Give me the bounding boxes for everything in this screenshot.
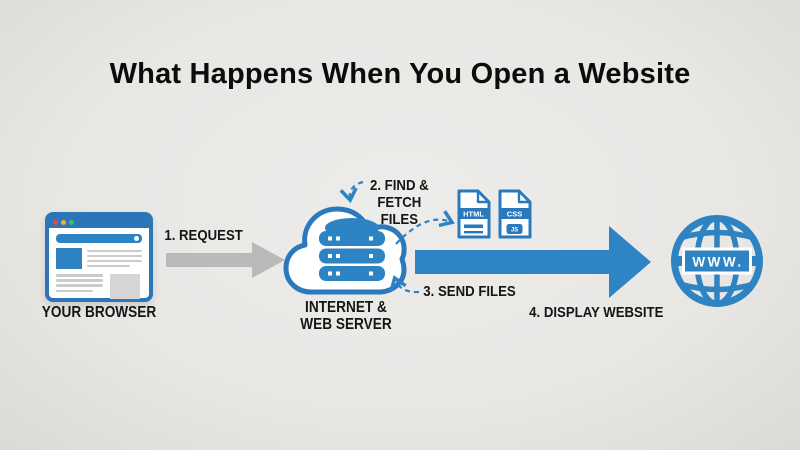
svg-text:HTML: HTML bbox=[463, 210, 484, 219]
fetch-files-dashed-arrow bbox=[395, 210, 455, 245]
js-badge-icon bbox=[506, 224, 523, 234]
browser-content bbox=[49, 228, 149, 299]
text-lines bbox=[56, 274, 103, 293]
search-knob-icon bbox=[134, 236, 139, 241]
svg-text:JS: JS bbox=[511, 228, 518, 234]
address-bar bbox=[56, 234, 142, 243]
step1-request-label: 1. REQUEST bbox=[164, 227, 244, 244]
image-placeholder bbox=[56, 248, 82, 269]
green-dot-icon bbox=[69, 219, 74, 225]
browser-titlebar bbox=[49, 216, 149, 228]
html-file-icon: HTML bbox=[457, 189, 491, 239]
browser-label: YOUR BROWSER bbox=[41, 304, 157, 321]
request-arrow-icon bbox=[166, 242, 285, 278]
find-dashed-arrow bbox=[339, 180, 364, 204]
content-row-1 bbox=[56, 248, 142, 269]
display-arrow-icon bbox=[415, 226, 651, 298]
page-title: What Happens When You Open a Website bbox=[109, 58, 691, 90]
globe-www-icon: WWW. bbox=[671, 215, 763, 307]
svg-text:WWW.: WWW. bbox=[692, 255, 743, 270]
send-files-dashed-arrow bbox=[389, 275, 420, 294]
red-dot-icon bbox=[53, 219, 58, 225]
svg-text:CSS: CSS bbox=[507, 210, 522, 219]
image-placeholder-gray bbox=[110, 274, 140, 299]
browser-window-icon bbox=[45, 212, 153, 302]
server-stack-icon bbox=[319, 218, 385, 281]
server-label: INTERNET &WEB SERVER bbox=[299, 299, 392, 333]
step4-display-website-label: 4. DISPLAY WEBSITE bbox=[529, 304, 664, 321]
text-lines bbox=[87, 248, 142, 269]
css-file-icon: CSS JS bbox=[498, 189, 532, 239]
content-row-2 bbox=[56, 274, 142, 299]
step3-send-files-label: 3. SEND FILES bbox=[423, 283, 516, 300]
yellow-dot-icon bbox=[61, 219, 66, 225]
